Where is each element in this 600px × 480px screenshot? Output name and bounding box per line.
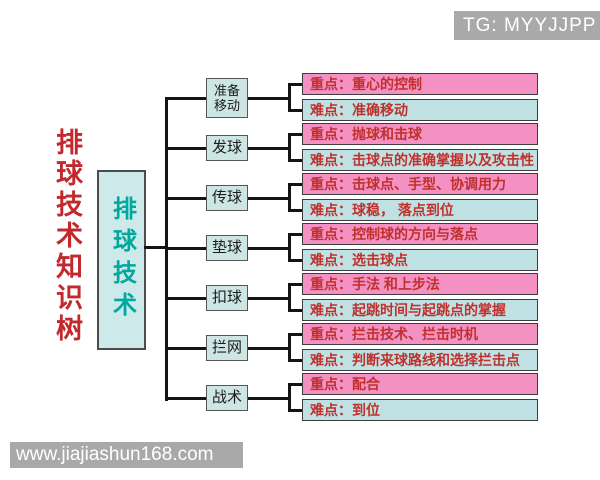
branch-node-label: 传球 bbox=[211, 189, 242, 206]
connector-bracket bbox=[288, 133, 291, 162]
connector-trunk-to-node bbox=[165, 247, 206, 250]
branch-node-label: 扣球 bbox=[211, 289, 242, 306]
difficulty-box: 难点：准确移动 bbox=[302, 99, 538, 121]
connector-trunk-to-node bbox=[165, 397, 206, 400]
branch-node: 扣球 bbox=[206, 285, 248, 311]
key-point-box: 重点：抛球和击球 bbox=[302, 123, 538, 145]
root-node: 排球技术 bbox=[97, 170, 146, 350]
connector-difficulty-stub bbox=[288, 159, 302, 162]
branch-group-spike: 扣球 重点：手法 和上步法 难点：起跳时间与起跳点的掌握 bbox=[0, 273, 600, 323]
connector-difficulty-stub bbox=[288, 409, 302, 412]
branch-node: 拦网 bbox=[206, 335, 248, 361]
connector-bracket bbox=[288, 233, 291, 262]
key-point-box: 重点：手法 和上步法 bbox=[302, 273, 538, 295]
connector-difficulty-stub bbox=[288, 109, 302, 112]
branch-node-label: 发球 bbox=[211, 139, 242, 156]
connector-key-stub bbox=[288, 283, 302, 286]
connector-key-stub bbox=[288, 333, 302, 336]
branch-group-preparation: 准备移动 重点：重心的控制 难点：准确移动 bbox=[0, 73, 600, 123]
watermark-bottom-left: www.jiajiashun168.com bbox=[10, 442, 243, 468]
branch-group-pass: 传球 重点：击球点、手型、协调用力 难点：球稳， 落点到位 bbox=[0, 173, 600, 223]
difficulty-box: 难点：起跳时间与起跳点的掌握 bbox=[302, 299, 538, 321]
difficulty-box: 难点：到位 bbox=[302, 399, 538, 421]
connector-difficulty-stub bbox=[288, 209, 302, 212]
branch-node-label: 垫球 bbox=[211, 239, 242, 256]
key-point-box: 重点：控制球的方向与落点 bbox=[302, 223, 538, 245]
branch-group-block: 拦网 重点：拦击技术、拦击时机 难点：判断来球路线和选择拦击点 bbox=[0, 323, 600, 373]
connector-node-to-bracket bbox=[248, 297, 289, 300]
page-title: 排球技术知识树 bbox=[52, 128, 82, 345]
branch-node: 垫球 bbox=[206, 235, 248, 261]
connector-difficulty-stub bbox=[288, 259, 302, 262]
connector-trunk-to-node bbox=[165, 97, 206, 100]
difficulty-box: 难点：判断来球路线和选择拦击点 bbox=[302, 349, 538, 371]
difficulty-box: 难点：击球点的准确掌握以及攻击性 bbox=[302, 149, 538, 171]
watermark-top-right: TG: MYYJJPP bbox=[454, 11, 600, 40]
connector-node-to-bracket bbox=[248, 247, 289, 250]
branch-node-label: 准备移动 bbox=[213, 83, 240, 113]
connector-bracket bbox=[288, 183, 291, 212]
connector-bracket bbox=[288, 283, 291, 312]
key-point-box: 重点：击球点、手型、协调用力 bbox=[302, 173, 538, 195]
key-point-box: 重点：重心的控制 bbox=[302, 73, 538, 95]
difficulty-box: 难点：选击球点 bbox=[302, 249, 538, 271]
connector-trunk-to-node bbox=[165, 297, 206, 300]
branch-node: 战术 bbox=[206, 385, 248, 411]
connector-trunk-to-node bbox=[165, 197, 206, 200]
branch-node-label: 战术 bbox=[211, 389, 242, 406]
root-node-label: 排球技术 bbox=[108, 196, 136, 324]
connector-node-to-bracket bbox=[248, 397, 289, 400]
branch-node: 发球 bbox=[206, 135, 248, 161]
connector-node-to-bracket bbox=[248, 147, 289, 150]
branch-group-dig: 垫球 重点：控制球的方向与落点 难点：选击球点 bbox=[0, 223, 600, 273]
connector-trunk-to-node bbox=[165, 347, 206, 350]
connector-key-stub bbox=[288, 383, 302, 386]
branch-node-label: 拦网 bbox=[211, 339, 242, 356]
connector-difficulty-stub bbox=[288, 309, 302, 312]
connector-node-to-bracket bbox=[248, 347, 289, 350]
key-point-box: 重点：配合 bbox=[302, 373, 538, 395]
connector-node-to-bracket bbox=[248, 97, 289, 100]
branch-group-serve: 发球 重点：抛球和击球 难点：击球点的准确掌握以及攻击性 bbox=[0, 123, 600, 173]
connector-key-stub bbox=[288, 83, 302, 86]
difficulty-box: 难点：球稳， 落点到位 bbox=[302, 199, 538, 221]
branch-group-tactics: 战术 重点：配合 难点：到位 bbox=[0, 373, 600, 423]
connector-bracket bbox=[288, 83, 291, 112]
connector-bracket bbox=[288, 383, 291, 412]
connector-root-to-trunk bbox=[144, 246, 165, 249]
connector-key-stub bbox=[288, 233, 302, 236]
key-point-box: 重点：拦击技术、拦击时机 bbox=[302, 323, 538, 345]
connector-node-to-bracket bbox=[248, 197, 289, 200]
branch-node: 准备移动 bbox=[206, 78, 248, 118]
connector-trunk-to-node bbox=[165, 147, 206, 150]
connector-key-stub bbox=[288, 133, 302, 136]
connector-bracket bbox=[288, 333, 291, 362]
connector-difficulty-stub bbox=[288, 359, 302, 362]
connector-key-stub bbox=[288, 183, 302, 186]
branch-node: 传球 bbox=[206, 185, 248, 211]
